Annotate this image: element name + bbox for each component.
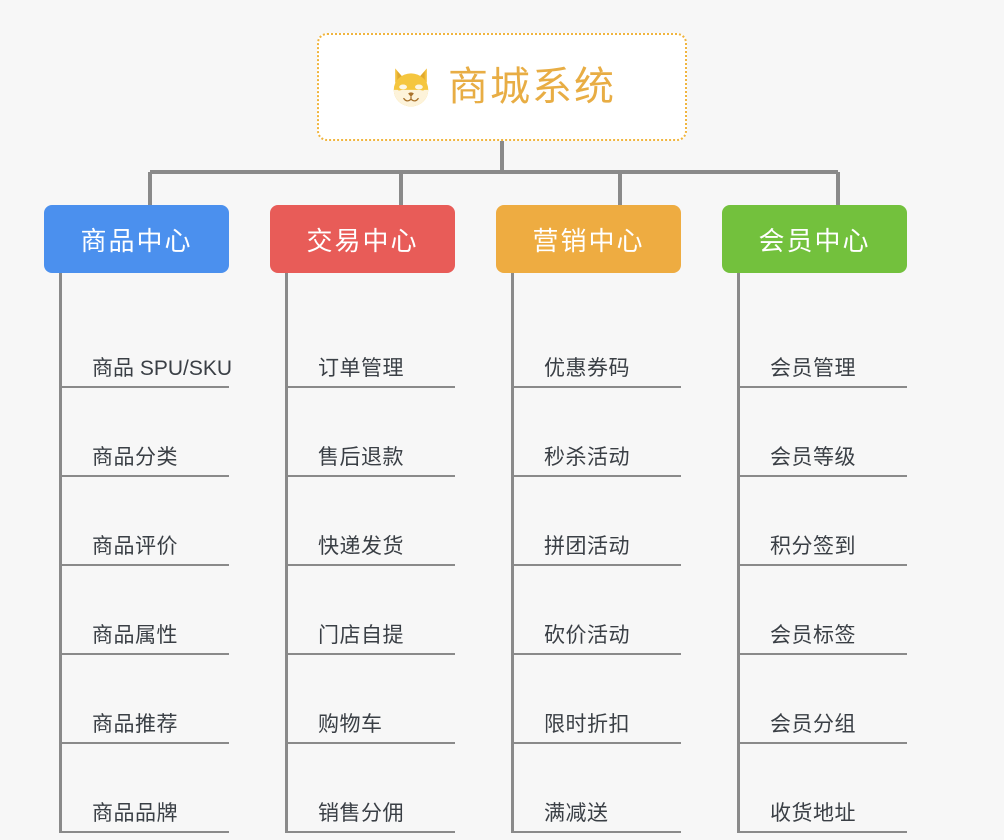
leaf-item[interactable]: 优惠券码 <box>514 299 681 388</box>
leaf-label: 会员分组 <box>770 712 856 736</box>
leaf-item[interactable]: 快递发货 <box>288 477 455 566</box>
leaf-label: 积分签到 <box>770 534 856 558</box>
leaf-label: 销售分佣 <box>318 801 404 825</box>
leaf-list-marketing-center: 优惠券码 秒杀活动 拼团活动 砍价活动 限时折扣 满减送 <box>511 273 681 833</box>
leaf-item[interactable]: 积分签到 <box>740 477 907 566</box>
leaf-item[interactable]: 销售分佣 <box>288 744 455 833</box>
column-marketing-center: 营销中心 优惠券码 秒杀活动 拼团活动 砍价活动 限时折扣 满减送 <box>496 205 681 833</box>
leaf-list-member-center: 会员管理 会员等级 积分签到 会员标签 会员分组 收货地址 <box>737 273 907 833</box>
leaf-label: 优惠券码 <box>544 356 630 380</box>
category-columns: 商品中心 商品 SPU/SKU 商品分类 商品评价 商品属性 商品推荐 商品品牌… <box>44 205 960 833</box>
leaf-item[interactable]: 秒杀活动 <box>514 388 681 477</box>
leaf-label: 商品 SPU/SKU <box>92 356 233 380</box>
leaf-label: 满减送 <box>544 801 609 825</box>
leaf-label: 商品分类 <box>92 445 178 469</box>
leaf-item[interactable]: 限时折扣 <box>514 655 681 744</box>
leaf-item[interactable]: 收货地址 <box>740 744 907 833</box>
leaf-item[interactable]: 满减送 <box>514 744 681 833</box>
leaf-item[interactable]: 拼团活动 <box>514 477 681 566</box>
root-title: 商城系统 <box>448 65 616 109</box>
leaf-label: 快递发货 <box>318 534 404 558</box>
leaf-label: 门店自提 <box>318 623 404 647</box>
leaf-label: 商品属性 <box>92 623 178 647</box>
leaf-item[interactable]: 售后退款 <box>288 388 455 477</box>
leaf-label: 砍价活动 <box>544 623 630 647</box>
leaf-label: 会员标签 <box>770 623 856 647</box>
leaf-item[interactable]: 门店自提 <box>288 566 455 655</box>
leaf-item[interactable]: 购物车 <box>288 655 455 744</box>
leaf-list-product-center: 商品 SPU/SKU 商品分类 商品评价 商品属性 商品推荐 商品品牌 <box>59 273 233 833</box>
leaf-label: 会员管理 <box>770 356 856 380</box>
leaf-item[interactable]: 商品分类 <box>62 388 229 477</box>
category-header-trade-center[interactable]: 交易中心 <box>270 205 455 273</box>
leaf-label: 限时折扣 <box>544 712 630 736</box>
leaf-label: 订单管理 <box>318 356 404 380</box>
column-trade-center: 交易中心 订单管理 售后退款 快递发货 门店自提 购物车 销售分佣 <box>270 205 455 833</box>
leaf-item[interactable]: 订单管理 <box>288 299 455 388</box>
category-header-marketing-center[interactable]: 营销中心 <box>496 205 681 273</box>
leaf-item[interactable]: 会员等级 <box>740 388 907 477</box>
leaf-item[interactable]: 会员管理 <box>740 299 907 388</box>
leaf-label: 会员等级 <box>770 445 856 469</box>
leaf-item[interactable]: 会员分组 <box>740 655 907 744</box>
leaf-label: 收货地址 <box>770 801 856 825</box>
leaf-label: 商品推荐 <box>92 712 178 736</box>
leaf-item[interactable]: 会员标签 <box>740 566 907 655</box>
leaf-item[interactable]: 商品推荐 <box>62 655 229 744</box>
leaf-item[interactable]: 商品属性 <box>62 566 229 655</box>
leaf-label: 拼团活动 <box>544 534 630 558</box>
column-product-center: 商品中心 商品 SPU/SKU 商品分类 商品评价 商品属性 商品推荐 商品品牌 <box>44 205 233 833</box>
category-header-member-center[interactable]: 会员中心 <box>722 205 907 273</box>
leaf-label: 商品评价 <box>92 534 178 558</box>
leaf-item[interactable]: 商品评价 <box>62 477 229 566</box>
leaf-item[interactable]: 商品品牌 <box>62 744 229 833</box>
column-member-center: 会员中心 会员管理 会员等级 积分签到 会员标签 会员分组 收货地址 <box>722 205 907 833</box>
leaf-label: 购物车 <box>318 712 383 736</box>
leaf-label: 售后退款 <box>318 445 404 469</box>
leaf-item[interactable]: 商品 SPU/SKU <box>62 299 233 388</box>
leaf-item[interactable]: 砍价活动 <box>514 566 681 655</box>
shiba-dog-icon <box>393 68 429 107</box>
leaf-list-trade-center: 订单管理 售后退款 快递发货 门店自提 购物车 销售分佣 <box>285 273 455 833</box>
leaf-label: 秒杀活动 <box>544 445 630 469</box>
root-node[interactable]: 商城系统 <box>317 33 687 141</box>
root-node-wrapper: 商城系统 <box>0 33 1004 141</box>
leaf-label: 商品品牌 <box>92 801 178 825</box>
category-header-product-center[interactable]: 商品中心 <box>44 205 229 273</box>
